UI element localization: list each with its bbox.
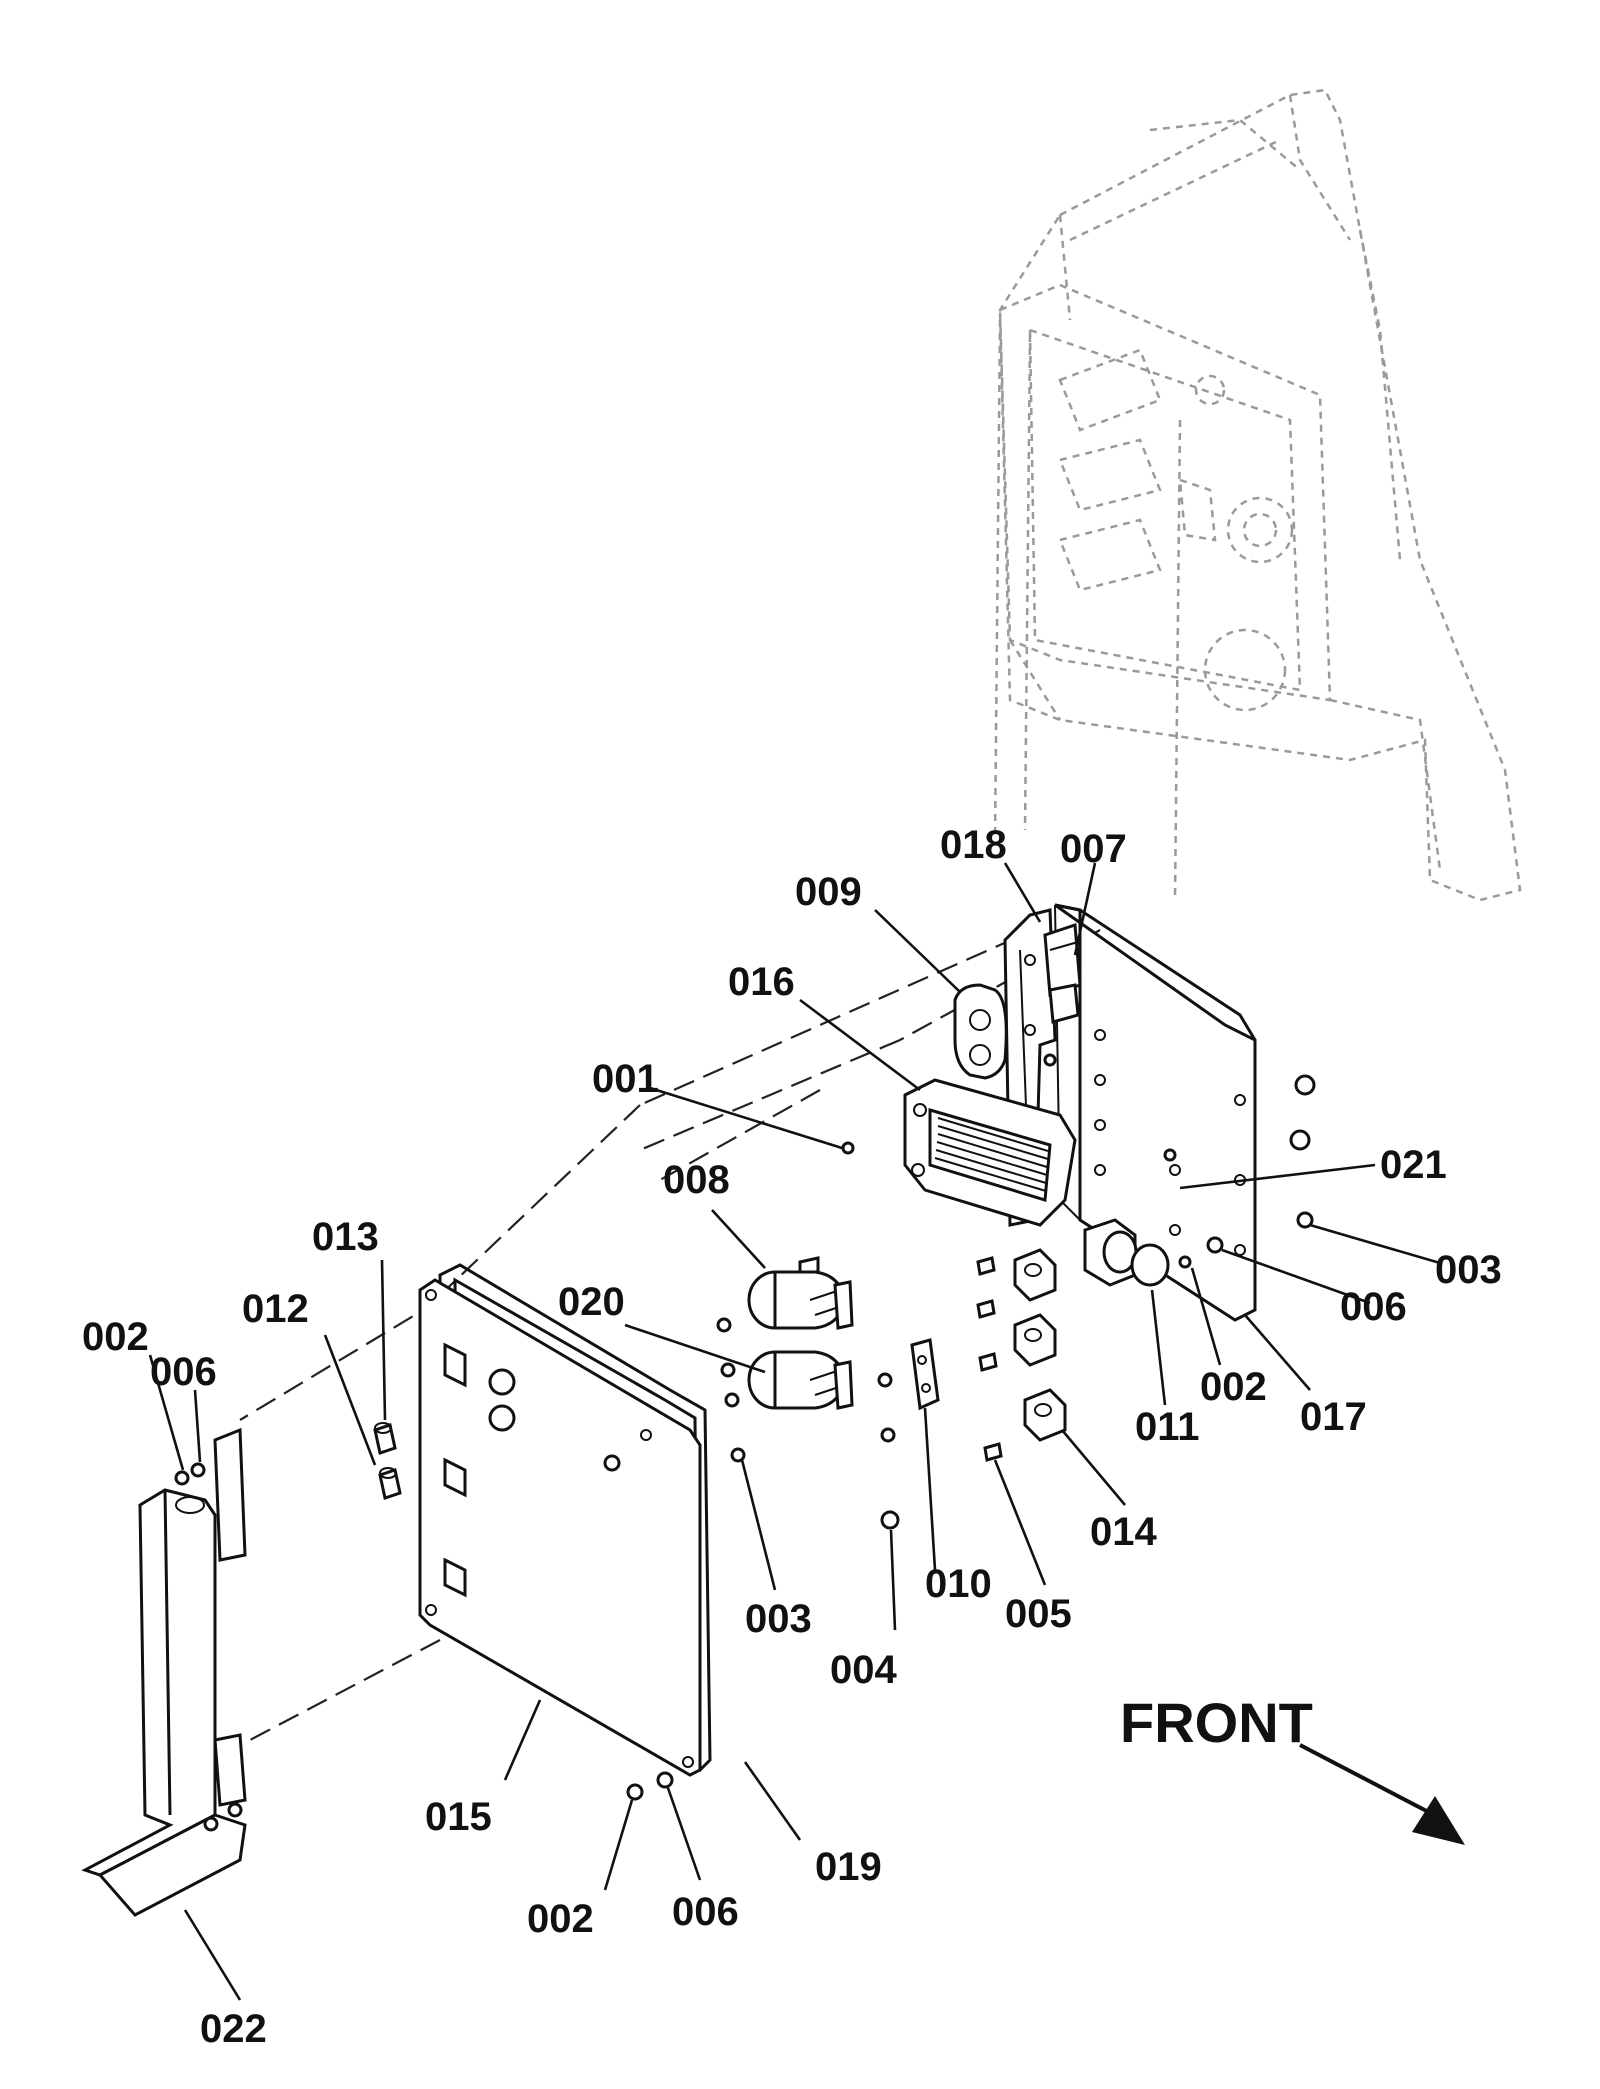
callout-006-bottom: 006 [672,1890,739,1934]
front-arrow [1299,1743,1465,1845]
callout-017: 017 [1300,1395,1367,1439]
cap-011 [1130,1243,1170,1287]
callout-021: 021 [1380,1143,1447,1187]
pins-005 [976,1256,1003,1462]
relay-008 [747,1256,854,1330]
leader-lines [148,862,1441,2001]
callout-011: 011 [1135,1405,1200,1449]
callout-014: 014 [1090,1510,1157,1554]
callout-006-left: 006 [150,1350,217,1394]
callout-018: 018 [940,823,1007,867]
callout-labels: 018 007 009 016 001 008 021 003 006 013 … [82,823,1502,2051]
clip-010 [910,1338,940,1411]
switch-007 [1043,922,1082,1024]
callout-005: 005 [1005,1592,1072,1636]
plug-013 [373,1422,397,1455]
callout-002-right: 002 [1200,1365,1267,1409]
socket-housing [1083,1218,1138,1287]
callout-013: 013 [312,1215,379,1259]
callout-012: 012 [242,1287,309,1331]
control-panel-015 [418,1278,702,1777]
callout-010: 010 [925,1562,992,1606]
callout-004: 004 [830,1648,897,1692]
callout-008: 008 [663,1158,730,1202]
ghost-cabinet-outline [993,88,1522,902]
fasteners [716,1053,1314,1530]
spacer-014 [1013,1248,1067,1442]
vent-grille-016 [903,1078,1077,1227]
plug-012 [378,1467,402,1500]
callout-001: 001 [592,1057,659,1101]
callout-002-bottom: 002 [527,1897,594,1941]
side-bracket-022 [81,1427,247,1917]
callout-022: 022 [200,2007,267,2051]
callout-006-right: 006 [1340,1285,1407,1329]
bottom-fasteners [626,1771,674,1801]
callout-015: 015 [425,1795,492,1839]
relay-020 [747,1350,854,1410]
callout-003-right: 003 [1435,1248,1502,1292]
callout-016: 016 [728,960,795,1004]
callout-019: 019 [815,1845,882,1889]
callout-003-center: 003 [745,1597,812,1641]
callout-007: 007 [1060,827,1127,871]
gasket-plate-009 [953,983,1008,1080]
front-label: FRONT [1120,1691,1313,1754]
alignment-lines [239,923,1101,1741]
callout-002-left: 002 [82,1315,149,1359]
callout-020: 020 [558,1280,625,1324]
mounting-panel-017 [1054,903,1316,1322]
callout-009: 009 [795,870,862,914]
